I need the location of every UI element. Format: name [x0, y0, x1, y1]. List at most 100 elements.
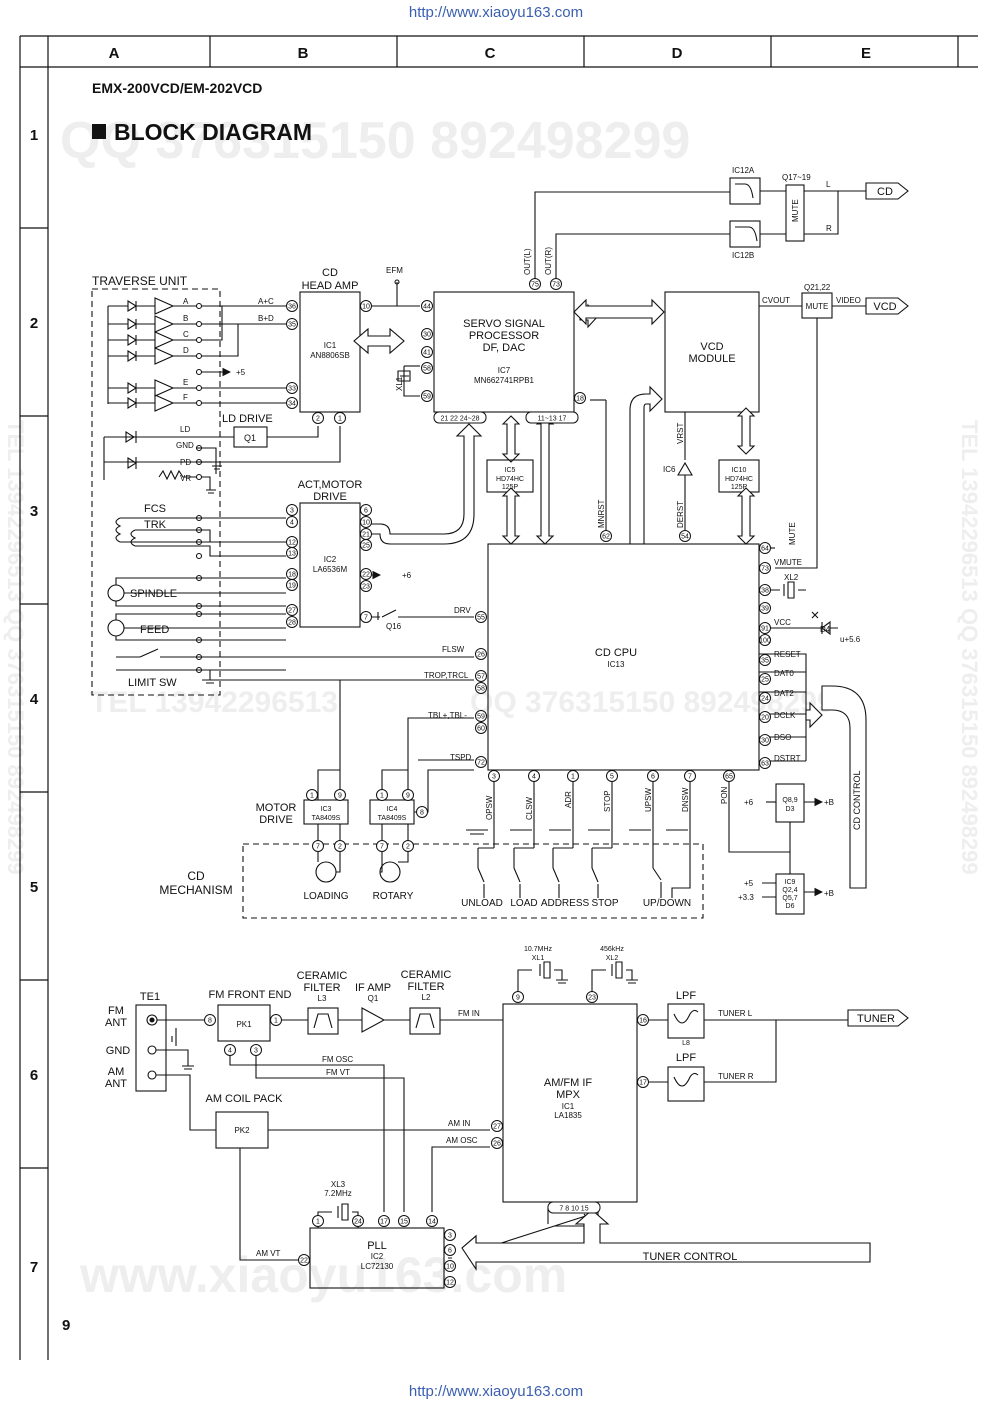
- pin-marker: [378, 1215, 390, 1227]
- servo-processor-ic7: [433, 291, 575, 413]
- svg-text:MNRST: MNRST: [597, 499, 606, 528]
- svg-text:ANT: ANT: [105, 1078, 127, 1090]
- svg-text:FM OSC: FM OSC: [322, 1055, 353, 1064]
- svg-text:B: B: [183, 314, 188, 323]
- svg-text:LA1835: LA1835: [554, 1111, 582, 1120]
- pin-group-marker: [547, 1201, 601, 1214]
- pin-marker: [426, 1215, 438, 1227]
- pin-marker: [567, 770, 579, 782]
- pin-marker: [421, 328, 433, 340]
- pin-marker: [759, 692, 771, 704]
- watermark-qq-top: QQ 376315150 892498299: [60, 112, 690, 170]
- tuner-section: [135, 961, 909, 1289]
- pin-number: 72: [477, 760, 485, 767]
- pin-marker: [312, 1215, 324, 1227]
- svg-text:DRIVE: DRIVE: [259, 814, 293, 826]
- svg-text:TSPD: TSPD: [450, 753, 472, 762]
- pin-marker: [286, 504, 298, 516]
- svg-text:Q17~19: Q17~19: [782, 173, 811, 182]
- output-connectors: CD VCD TUNER: [857, 186, 897, 1025]
- svg-text:L8: L8: [682, 1040, 690, 1047]
- row-label-5: 5: [30, 879, 38, 896]
- pin-number: 12: [446, 1280, 454, 1287]
- pin-number: 59: [423, 394, 431, 401]
- lpf-l8: [667, 1003, 705, 1039]
- pin-marker: [759, 584, 771, 596]
- svg-text:PON: PON: [720, 786, 729, 804]
- pin-marker: [376, 840, 388, 852]
- svg-text:+6: +6: [402, 571, 412, 580]
- pin-marker: [550, 278, 562, 290]
- source-url-top[interactable]: http://www.xiaoyu163.com: [408, 4, 584, 21]
- watermark-vertical-left: TEL 13942296513 QQ 376315150 892498299: [3, 420, 28, 875]
- svg-text:HD74HC: HD74HC: [496, 476, 524, 483]
- pin-marker: [286, 616, 298, 628]
- antenna-terminal-te1: [135, 1004, 167, 1092]
- act-motor-drive-ic2: [299, 502, 361, 628]
- mechanism-switches: [466, 829, 691, 898]
- pin-number: 18: [576, 396, 584, 403]
- pin-marker: [398, 1215, 410, 1227]
- pin-marker: [312, 412, 324, 424]
- pin-number: 33: [288, 386, 296, 393]
- svg-text:u+5.6: u+5.6: [840, 635, 861, 644]
- svg-text:DAT2: DAT2: [774, 689, 794, 698]
- ceramic-filter-l3: [307, 1007, 339, 1035]
- pin-number: 59: [477, 714, 485, 721]
- col-label-b: B: [298, 45, 309, 62]
- svg-text:IC5: IC5: [505, 467, 516, 474]
- cd-section: [91, 177, 909, 919]
- pin-marker: [421, 346, 433, 358]
- pin-marker: [606, 770, 618, 782]
- pin-marker: [312, 840, 324, 852]
- pin-number: 25: [761, 677, 769, 684]
- svg-text:OUT(L): OUT(L): [523, 248, 532, 275]
- svg-text:CD: CD: [187, 869, 205, 883]
- pin-number: 10: [362, 304, 370, 311]
- svg-text:CD CONTROL: CD CONTROL: [852, 770, 862, 830]
- ceramic-filter-l2: [409, 1007, 441, 1035]
- pll-ic2: [309, 1227, 445, 1289]
- svg-text:CERAMIC: CERAMIC: [297, 970, 348, 982]
- feed-motor: [107, 619, 125, 637]
- svg-text:FILTER: FILTER: [407, 981, 444, 993]
- pin-number: 7: [380, 844, 384, 851]
- svg-text:+B: +B: [824, 798, 834, 807]
- col-label-c: C: [485, 45, 496, 62]
- svg-text:GND: GND: [106, 1045, 131, 1057]
- pin-number: 22: [300, 1258, 308, 1265]
- output-cd: CD: [877, 186, 893, 198]
- pin-number: 100: [759, 638, 771, 645]
- pin-marker: [334, 840, 346, 852]
- svg-text:IF AMP: IF AMP: [355, 982, 391, 994]
- svg-text:PK1: PK1: [236, 1020, 252, 1029]
- svg-text:PK2: PK2: [234, 1126, 250, 1135]
- svg-text:PLL: PLL: [367, 1240, 387, 1252]
- svg-text:E: E: [183, 378, 188, 387]
- pin-number: 4: [532, 774, 536, 781]
- pin-marker: [491, 1120, 503, 1132]
- signal-labels: A B C D E F A+C B+D +5 LD GND PD VR FCS …: [105, 180, 862, 1263]
- pin-number: 30: [423, 332, 431, 339]
- svg-text:ANT: ANT: [105, 1017, 127, 1029]
- page-number: 9: [62, 1317, 70, 1334]
- pin-number: 6: [448, 1248, 452, 1255]
- svg-text:ACT,MOTOR: ACT,MOTOR: [298, 479, 363, 491]
- pin-number: 35: [288, 322, 296, 329]
- svg-text:Q1: Q1: [244, 433, 256, 443]
- svg-text:ROTARY: ROTARY: [373, 891, 414, 902]
- svg-text:GND: GND: [176, 441, 194, 450]
- pin-marker: [444, 1229, 456, 1241]
- svg-text:TRK: TRK: [144, 519, 167, 531]
- pin-marker: [360, 568, 372, 580]
- svg-text:+6: +6: [744, 798, 754, 807]
- pin-number: 9: [406, 793, 410, 800]
- pin-number: 55: [477, 615, 485, 622]
- pin-marker: [759, 542, 771, 554]
- source-url-bottom[interactable]: http://www.xiaoyu163.com: [408, 1383, 584, 1400]
- pin-marker: [421, 300, 433, 312]
- svg-text:IC9: IC9: [785, 879, 796, 886]
- pin-number: 17: [639, 1080, 647, 1087]
- pin-marker: [360, 539, 372, 551]
